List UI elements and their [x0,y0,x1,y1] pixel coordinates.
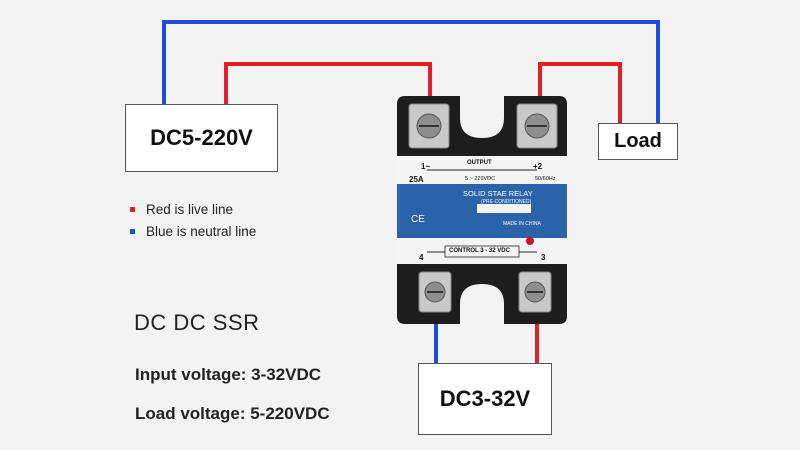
input-voltage-text: Input voltage: 3-32VDC [135,365,322,384]
relay-rating-label: 25A [409,175,424,184]
live-wire-source [224,62,432,117]
legend-red: Red is live line [130,202,233,217]
dc5-220v-label: DC5-220V [150,125,253,150]
relay-term2-label: +2 [533,162,543,171]
legend-red-label: Red is live line [146,202,234,217]
live-wire-load [538,62,622,123]
dc3-32v-box: DC3-32V [418,363,552,435]
load-label: Load [614,130,662,152]
relay-made-label: MADE IN CHINA [503,221,541,227]
relay-name-label: SOLID STAE RELAY [463,189,533,198]
relay-output-label: OUTPUT [467,160,492,166]
status-led-icon [526,237,534,245]
dc5-220v-box: DC5-220V [125,104,278,172]
relay-sub-label: (PRE-CONDITIONED) [481,199,532,205]
ce-mark-icon: CE [411,214,425,225]
ssr-title: DC DC SSR [134,310,260,335]
solid-state-relay: OUTPUT 1~ +2 25A 5 ~ 220VDC 50/60Hz SOLI… [397,96,567,324]
relay-term1-label: 1~ [421,162,431,171]
load-box: Load [598,123,678,160]
neutral-wire-top [162,20,660,123]
relay-dc-range-label: 5 ~ 220VDC [465,176,496,182]
relay-control-label: CONTROL 3 - 32 VDC [449,248,510,254]
relay-freq-label: 50/60Hz [535,176,556,182]
relay-term3-label: 3 [541,253,546,262]
dc3-32v-label: DC3-32V [439,386,531,411]
red-swatch-icon [130,207,135,212]
legend-blue-label: Blue is neutral line [146,224,257,239]
relay-term4-label: 4 [419,253,424,262]
legend-blue: Blue is neutral line [130,224,256,239]
load-voltage-text: Load voltage: 5-220VDC [135,404,330,423]
blue-swatch-icon [130,229,135,234]
